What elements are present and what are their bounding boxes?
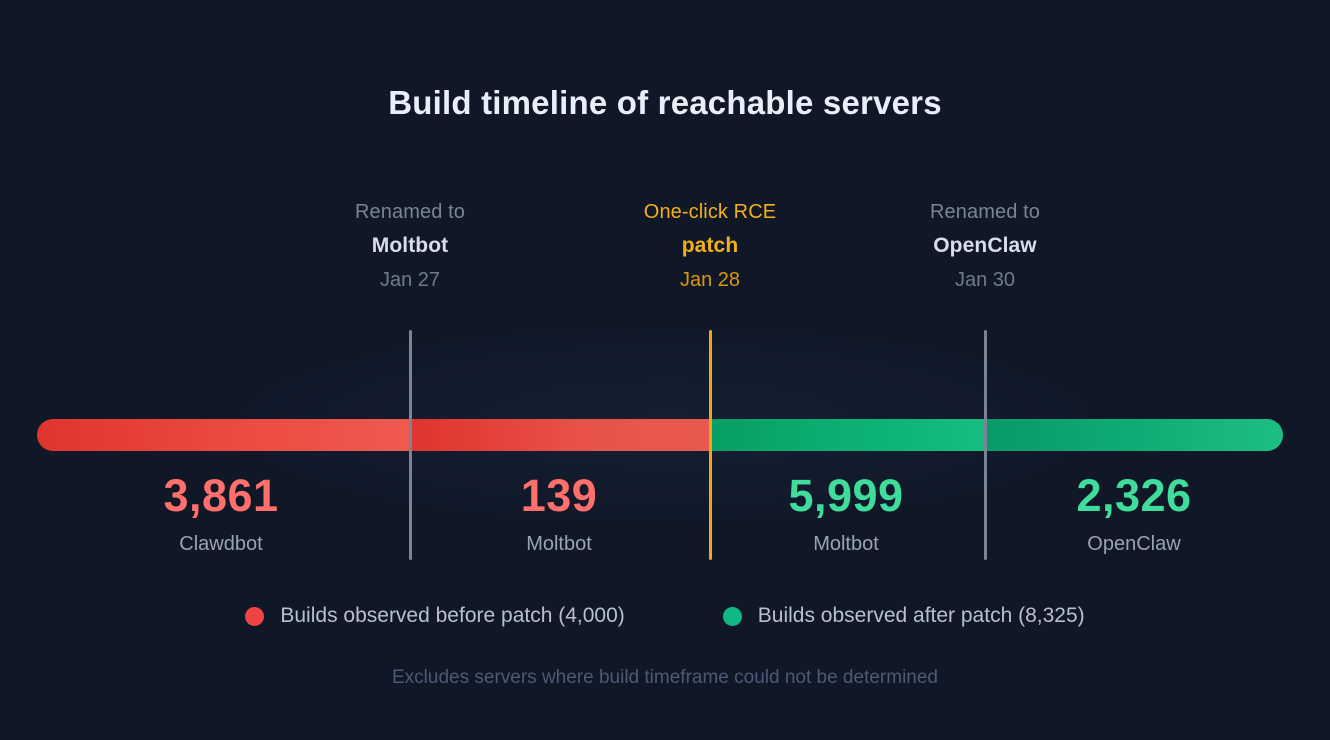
legend-dot-icon [245,606,265,626]
legend-dot-icon [722,606,742,626]
event-name: Moltbot [371,234,449,257]
marker-line-jan30 [983,330,987,560]
event-name: patch [681,234,739,257]
value-label: Moltbot [813,533,879,555]
value-group-moltbot-before: 139 Moltbot [399,473,719,556]
timeline-bar [37,419,1283,451]
marker-line-jan28-patch [708,330,712,560]
event-annotation-openclaw: Renamed to OpenClaw Jan 30 [845,202,1125,290]
event-name: OpenClaw [933,234,1037,257]
bar-segment-openclaw-after [985,419,1283,451]
event-date: Jan 27 [379,269,441,291]
page-title: Build timeline of reachable servers [388,84,942,121]
legend-item-before-patch: Builds observed before patch (4,000) [245,604,625,628]
event-annotation-patch: One-click RCE patch Jan 28 [570,202,850,290]
bar-segment-moltbot-after [710,419,985,451]
event-headline: Renamed to [355,201,465,223]
value-label: Clawdbot [179,533,263,555]
event-headline: Renamed to [930,201,1040,223]
value-number: 3,861 [163,470,279,521]
value-number: 2,326 [1076,470,1192,521]
event-date: Jan 30 [954,269,1016,291]
event-annotation-moltbot: Renamed to Moltbot Jan 27 [270,202,550,290]
value-number: 139 [520,470,598,521]
value-number: 5,999 [788,470,904,521]
value-group-moltbot-after: 5,999 Moltbot [686,473,1006,556]
event-headline: One-click RCE [643,201,777,223]
value-label: Moltbot [526,533,592,555]
value-group-clawdbot: 3,861 Clawdbot [61,473,381,556]
value-group-openclaw: 2,326 OpenClaw [974,473,1294,556]
legend-label: Builds observed before patch (4,000) [280,604,625,627]
legend-item-after-patch: Builds observed after patch (8,325) [722,604,1085,628]
bar-segment-clawdbot-before [37,419,410,451]
event-date: Jan 28 [679,269,741,291]
chart-legend: Builds observed before patch (4,000) Bui… [0,604,1330,628]
value-label: OpenClaw [1087,533,1181,555]
marker-line-jan27 [408,330,412,560]
bar-segment-moltbot-before [410,419,710,451]
legend-label: Builds observed after patch (8,325) [757,604,1085,627]
chart-footnote: Excludes servers where build timeframe c… [392,667,938,688]
